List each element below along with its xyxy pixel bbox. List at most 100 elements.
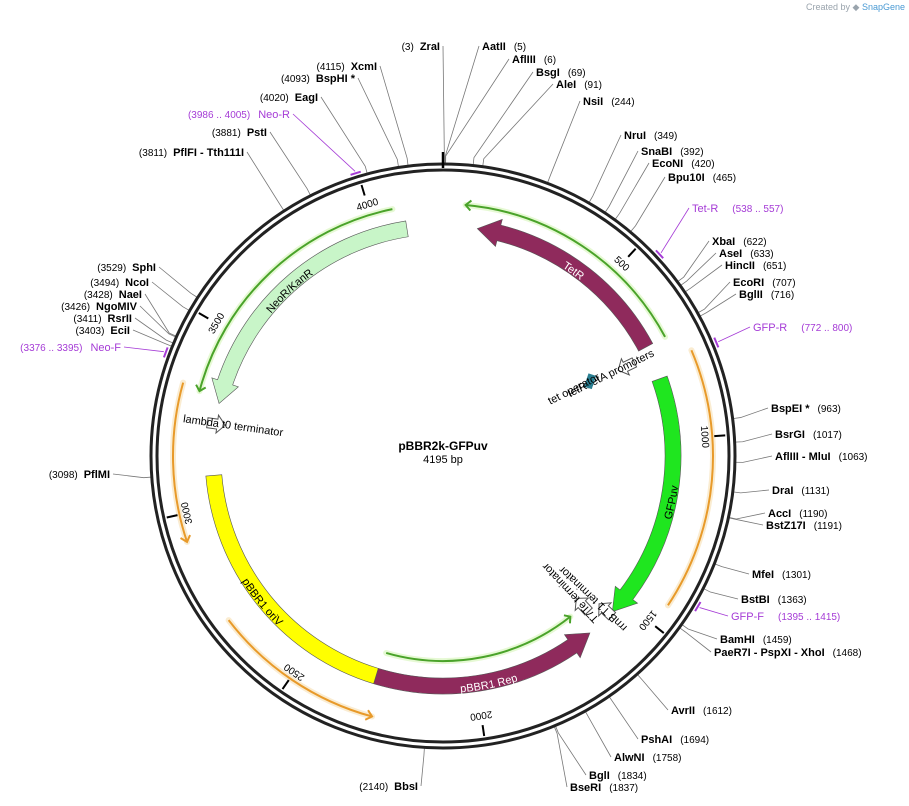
site-zrai[interactable]: ZraI xyxy=(420,41,440,53)
site-afliii-mlui[interactable]: AflIII - MluI xyxy=(775,451,831,463)
inner-arc xyxy=(198,208,393,392)
site-bstbi[interactable]: BstBI xyxy=(741,594,770,606)
site-nrui[interactable]: NruI xyxy=(624,130,646,142)
site-pos-eagi: (4020) xyxy=(260,93,289,104)
site-bamhi[interactable]: BamHI xyxy=(720,634,755,646)
site-line-bglii xyxy=(699,293,737,317)
site-line-mfei xyxy=(714,563,750,575)
feature-neor-kanr[interactable] xyxy=(211,220,409,405)
site-ngomiv[interactable]: NgoMIV xyxy=(96,301,138,313)
site-line-nsii xyxy=(546,100,581,184)
feature-tet-operator[interactable] xyxy=(584,373,597,390)
site-line-econi xyxy=(614,162,650,221)
site-pos-sphi: (3529) xyxy=(97,263,126,274)
site-bbsi[interactable]: BbsI xyxy=(394,781,418,793)
site-pos-pflfi-tth111i: (3811) xyxy=(139,148,167,159)
site-xcmi[interactable]: XcmI xyxy=(351,61,377,73)
site-xbai[interactable]: XbaI xyxy=(712,236,735,248)
site-line-zrai xyxy=(442,45,445,165)
site-bpu10i[interactable]: Bpu10I xyxy=(668,172,705,184)
site-pos-pshai: (1694) xyxy=(680,735,709,746)
site-pos-bbsi: (2140) xyxy=(359,782,388,793)
site-hincii[interactable]: HincII xyxy=(725,260,755,272)
site-rsrii[interactable]: RsrII xyxy=(108,313,132,325)
snapgene-logo-icon: ◆ xyxy=(852,2,860,12)
outer-arc-arrowhead xyxy=(180,534,191,544)
primer-gfp-f[interactable]: GFP-F xyxy=(731,611,764,623)
feature-label-text: pBBR1 oriV xyxy=(239,576,285,629)
site-line-nrui xyxy=(588,134,622,204)
site-bsphi[interactable]: BspHI * xyxy=(316,73,356,85)
primer-mark-gfp-r xyxy=(713,337,720,348)
primer-neo-r[interactable]: Neo-R xyxy=(258,109,290,121)
site-afliii[interactable]: AflIII xyxy=(512,54,536,66)
site-ecii[interactable]: EciI xyxy=(110,325,130,337)
inner-arc-arrowhead xyxy=(195,384,207,393)
site-acci[interactable]: AccI xyxy=(768,508,791,520)
site-line-snabi xyxy=(604,150,639,214)
feature-rrnb-t1-terminator[interactable] xyxy=(593,597,618,622)
site-pos-asei: (633) xyxy=(750,249,773,260)
site-line-bstz17i xyxy=(728,517,764,526)
site-pos-ngomiv: (3426) xyxy=(61,302,90,313)
feature-tetr-teta-promoters[interactable] xyxy=(614,354,638,378)
site-eagi[interactable]: EagI xyxy=(295,92,318,104)
site-mfei[interactable]: MfeI xyxy=(752,569,774,581)
site-line-avrii xyxy=(636,673,669,711)
site-line-bsgi xyxy=(472,71,534,166)
site-pos-econi: (420) xyxy=(691,159,714,170)
site-pos-afliii-mlui: (1063) xyxy=(839,452,868,463)
primer-tet-r[interactable]: Tet-R xyxy=(692,203,718,215)
primer-gfp-r[interactable]: GFP-R xyxy=(753,322,787,334)
site-alei[interactable]: AleI xyxy=(556,79,576,91)
site-bseri[interactable]: BseRI xyxy=(570,782,601,794)
tick-mark xyxy=(281,679,290,690)
site-pos-drai: (1131) xyxy=(801,486,829,497)
primer-neo-f[interactable]: Neo-F xyxy=(90,342,121,354)
site-pos-nrui: (349) xyxy=(654,131,677,142)
site-pos-nsii: (244) xyxy=(611,97,634,108)
site-line-rsrii xyxy=(134,317,174,344)
site-nsii[interactable]: NsiI xyxy=(583,96,603,108)
site-ecori[interactable]: EcoRI xyxy=(733,277,764,289)
site-bstz17i[interactable]: BstZ17I xyxy=(766,520,806,532)
site-bglii[interactable]: BglII xyxy=(739,289,763,301)
primer-line-tet-r xyxy=(660,207,690,254)
site-sphi[interactable]: SphI xyxy=(132,262,156,274)
site-paer7i-pspxi-xhoi[interactable]: PaeR7I - PspXI - XhoI xyxy=(714,647,825,659)
primer-mark-neo-r xyxy=(350,170,362,176)
site-ncoi[interactable]: NcoI xyxy=(125,277,149,289)
site-econi[interactable]: EcoNI xyxy=(652,158,683,170)
feature-t7te-terminator[interactable] xyxy=(570,592,595,617)
site-pos-bstz17i: (1191) xyxy=(814,521,842,532)
site-aatii[interactable]: AatII xyxy=(482,41,506,53)
site-bsgi[interactable]: BsgI xyxy=(536,67,560,79)
feature-pbbr1-oriv[interactable] xyxy=(205,474,379,685)
inner-arc xyxy=(385,615,571,662)
site-psti[interactable]: PstI xyxy=(247,127,267,139)
site-bgli[interactable]: BglI xyxy=(589,770,610,782)
site-pos-bstbi: (1363) xyxy=(778,595,807,606)
site-bsrgi[interactable]: BsrGI xyxy=(775,429,805,441)
feature-lambda-t0-terminator[interactable] xyxy=(206,413,226,435)
site-pos-afliii: (6) xyxy=(544,55,556,66)
site-pshai[interactable]: PshAI xyxy=(641,734,672,746)
primer-mark-tet-r xyxy=(655,249,664,259)
feature-tetr[interactable] xyxy=(476,218,654,352)
site-naei[interactable]: NaeI xyxy=(119,289,142,301)
site-asei[interactable]: AseI xyxy=(719,248,742,260)
site-line-bbsi xyxy=(420,747,425,787)
inner-arc xyxy=(465,204,666,338)
site-pflfi-tth111i[interactable]: PflFI - Tth111I xyxy=(173,147,244,159)
site-snabi[interactable]: SnaBI xyxy=(641,146,672,158)
feature-label-lambda-t0-terminator: lambda t0 terminator xyxy=(182,413,284,439)
site-alwni[interactable]: AlwNI xyxy=(614,752,645,764)
site-avrii[interactable]: AvrII xyxy=(671,705,695,717)
site-drai[interactable]: DraI xyxy=(772,485,793,497)
snapgene-credit: Created by ◆ SnapGene xyxy=(806,2,905,13)
tick-mark xyxy=(627,248,637,258)
site-pflmi[interactable]: PflMI xyxy=(84,469,110,481)
site-pos-hincii: (651) xyxy=(763,261,786,272)
site-bspei[interactable]: BspEI * xyxy=(771,403,810,415)
site-pos-pflmi: (3098) xyxy=(49,470,78,481)
